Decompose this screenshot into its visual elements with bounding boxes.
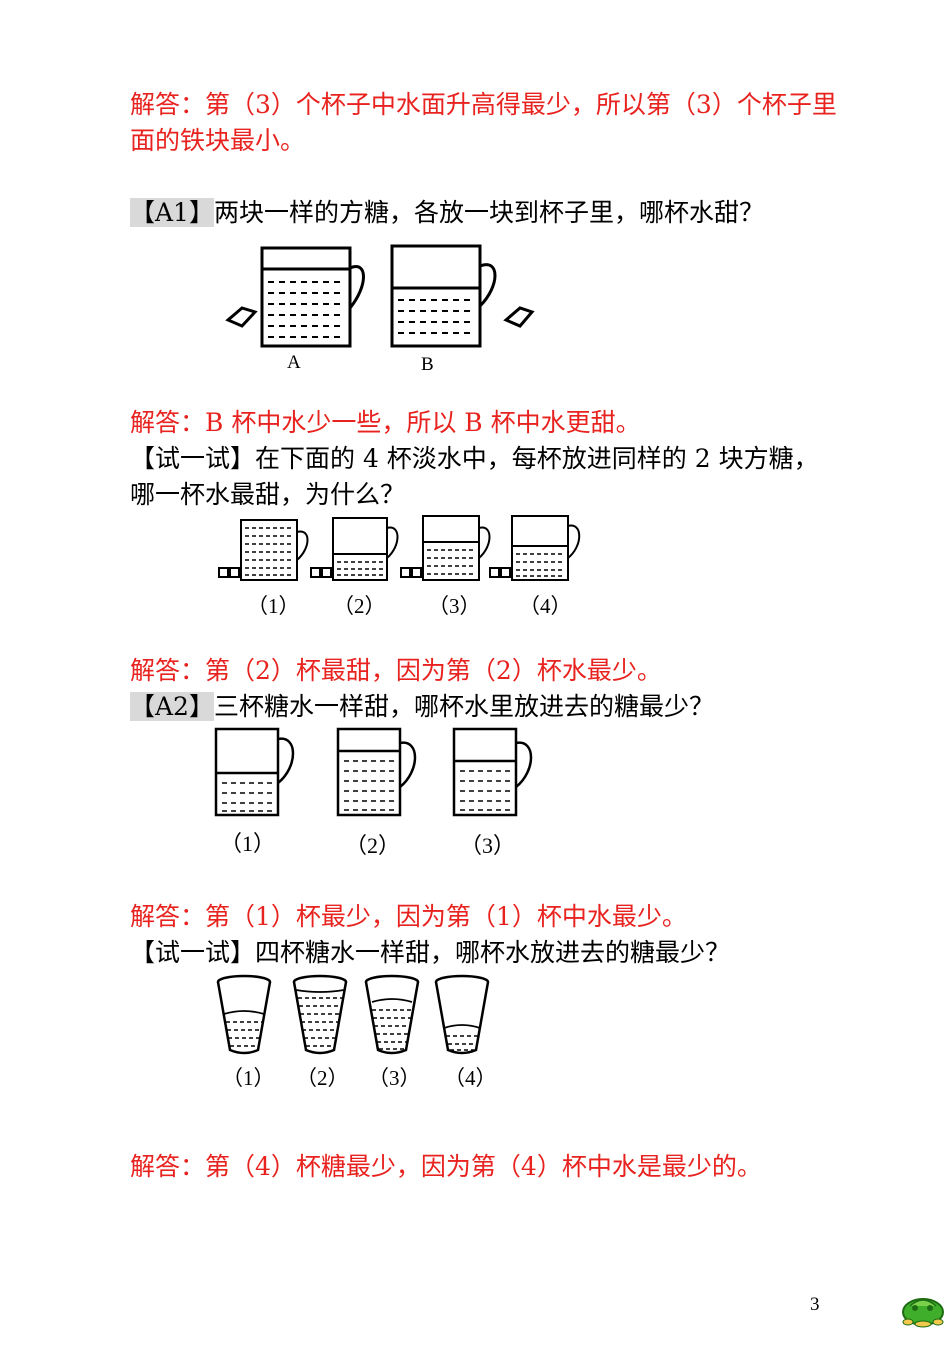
answer-1-line-1: 解答：第（3）个杯子中水面升高得最少，所以第（3）个杯子里 — [130, 90, 837, 119]
try1-label-4: （4） — [519, 594, 572, 618]
question-a2: 【A2】三杯糖水一样甜，哪杯水里放进去的糖最少？ — [130, 690, 714, 724]
try2-label-2: （2） — [296, 1066, 349, 1090]
figure-try1-cups — [218, 515, 581, 581]
cup-b — [390, 244, 497, 348]
try1-label-1: （1） — [247, 594, 300, 618]
question-a1: 【A1】两块一样的方糖，各放一块到杯子里，哪杯水甜？ — [130, 196, 764, 230]
sugar-cube-right — [503, 306, 535, 328]
try2-label-4: （4） — [444, 1066, 497, 1090]
a2-label-3: （3） — [460, 833, 516, 858]
a2-label-1: （1） — [220, 831, 276, 856]
question-tag-a2: 【A2】 — [130, 692, 214, 721]
try-2-line-1: 【试一试】四杯糖水一样甜，哪杯水放进去的糖最少？ — [130, 938, 731, 967]
label-b: B — [421, 354, 434, 375]
answer-5: 解答：第（4）杯糖最少，因为第（4）杯中水是最少的。 — [130, 1152, 762, 1181]
sugar-cube-left — [225, 306, 258, 328]
try2-label-1: （1） — [222, 1066, 275, 1090]
question-a1-text: 两块一样的方糖，各放一块到杯子里，哪杯水甜？ — [213, 198, 764, 227]
answer-1-line-2: 面的铁块最小。 — [130, 126, 306, 155]
figure-a1-cups — [225, 244, 535, 348]
answer-3: 解答：第（2）杯最甜，因为第（2）杯水最少。 — [130, 656, 662, 685]
cup-a — [260, 246, 365, 348]
label-a: A — [287, 352, 301, 373]
answer-4: 解答：第（1）杯最少，因为第（1）杯中水最少。 — [130, 902, 687, 931]
answer-2: 解答：B 杯中水少一些，所以 B 杯中水更甜。 — [130, 408, 641, 437]
try1-label-2: （2） — [333, 594, 386, 618]
try1-label-3: （3） — [428, 594, 481, 618]
try2-label-3: （3） — [368, 1066, 421, 1090]
a2-label-2: （2） — [345, 833, 401, 858]
turtle-icon — [902, 1298, 944, 1328]
question-tag-a1: 【A1】 — [130, 198, 214, 227]
page-number: 3 — [810, 1294, 820, 1315]
try-1-line-1: 【试一试】在下面的 4 杯淡水中，每杯放进同样的 2 块方糖， — [130, 444, 819, 473]
figure-try2-glasses — [216, 974, 490, 1055]
question-a2-text: 三杯糖水一样甜，哪杯水里放进去的糖最少？ — [213, 692, 714, 721]
try-1-line-2: 哪一杯水最甜，为什么？ — [130, 480, 406, 509]
figure-a2-cups — [214, 727, 533, 817]
